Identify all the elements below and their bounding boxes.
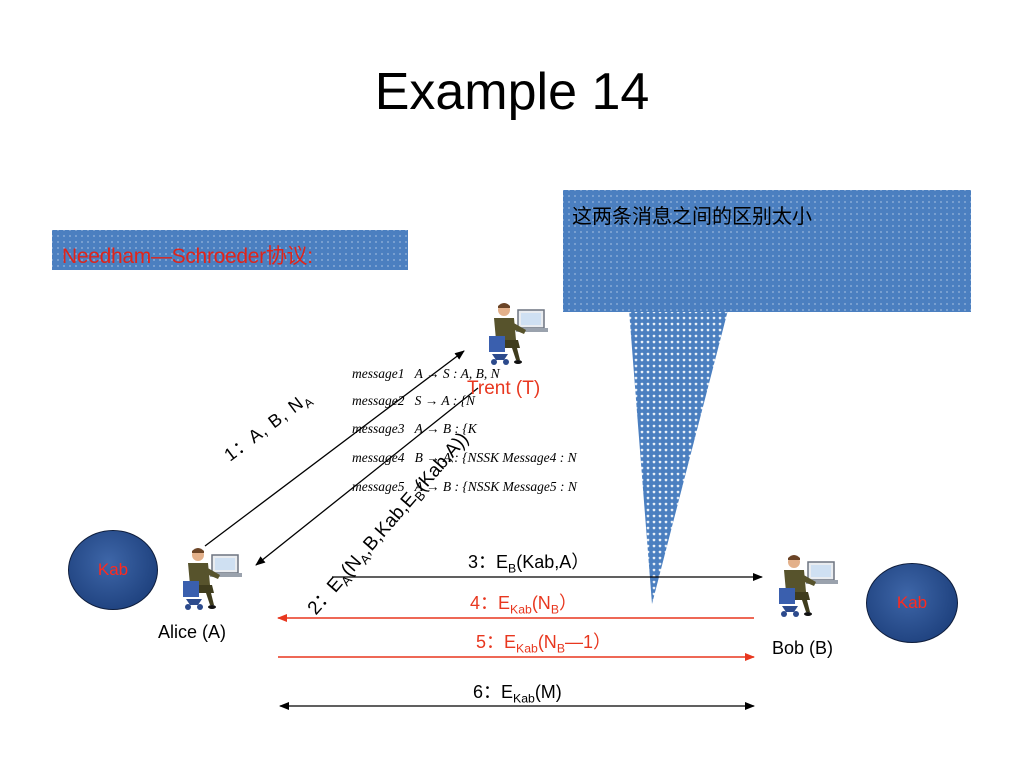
message-line-4: message4 B → A : {NSSK Message4 : N (352, 450, 577, 466)
message-content: A → B : {K (414, 421, 477, 436)
arrow-msg-2 (255, 387, 479, 566)
protocol-label: Needham—Schroeder协议: (62, 245, 313, 268)
bob-label: Bob (B) (772, 638, 834, 658)
alice-label: Alice (A) (158, 622, 227, 642)
edge-label-4: 4：EKab(NB） (470, 589, 577, 615)
edge-4-mid: (N (531, 593, 551, 613)
kab-label-left: Kab (97, 560, 129, 579)
edge-6-sub: Kab (513, 691, 535, 706)
slide-title: Example 14 (374, 63, 650, 121)
callout-box (563, 190, 971, 312)
arrow-msg-1 (204, 350, 465, 547)
edge-4-suffix: ） (558, 593, 577, 613)
edge-4-prefix: 4：E (470, 593, 511, 613)
message-content: B → A : {NSSK Message4 : N (414, 450, 577, 465)
edge-4-sub2: B (550, 602, 559, 617)
message-name: message4 (352, 450, 405, 465)
edge-6-suffix: (M) (534, 682, 562, 702)
edge-5-mid: (N (537, 632, 557, 652)
person-at-computer-icon (183, 548, 242, 610)
edge-5-prefix: 5：E (476, 632, 517, 652)
edge-label-5: 5：EKab(NB—1） (476, 628, 611, 654)
trent-label: Trent (T) (467, 378, 541, 399)
edge-label-6: 6：EKab(M) (473, 678, 562, 704)
message-name: message2 (352, 393, 405, 408)
message-content: A → S : A, B, N (414, 366, 500, 381)
protocol-label-box (52, 230, 408, 270)
message-line-5: message5 A → B : {NSSK Message5 : N (352, 479, 577, 495)
edge-3-suffix: (Kab,A） (516, 552, 590, 572)
message-content: A → B : {NSSK Message5 : N (414, 479, 577, 494)
kab-label-right: Kab (896, 593, 928, 612)
person-at-computer-icon (779, 555, 838, 617)
edge-4-sub1: Kab (510, 602, 532, 617)
kab-key-right: Kab (866, 563, 958, 643)
message-line-2: message2 S → A : {N (352, 393, 475, 409)
person-at-computer-icon (489, 303, 548, 365)
message-name: message1 (352, 366, 405, 381)
edge-label-3: 3：EB(Kab,A） (468, 548, 589, 574)
edge-6-prefix: 6：E (473, 682, 514, 702)
edge-5-suffix: —1） (564, 632, 611, 652)
edge-3-sub: B (508, 561, 517, 576)
callout-text: 这两条消息之间的区别太小 (572, 204, 812, 228)
edge-5-sub2: B (556, 641, 565, 656)
message-content: S → A : {N (414, 393, 476, 408)
message-line-1: message1 A → S : A, B, N (352, 366, 500, 382)
edge-5-sub1: Kab (516, 641, 538, 656)
kab-key-left: Kab (68, 530, 158, 610)
edge-3-prefix: 3：E (468, 552, 509, 572)
message-name: message5 (352, 479, 405, 494)
